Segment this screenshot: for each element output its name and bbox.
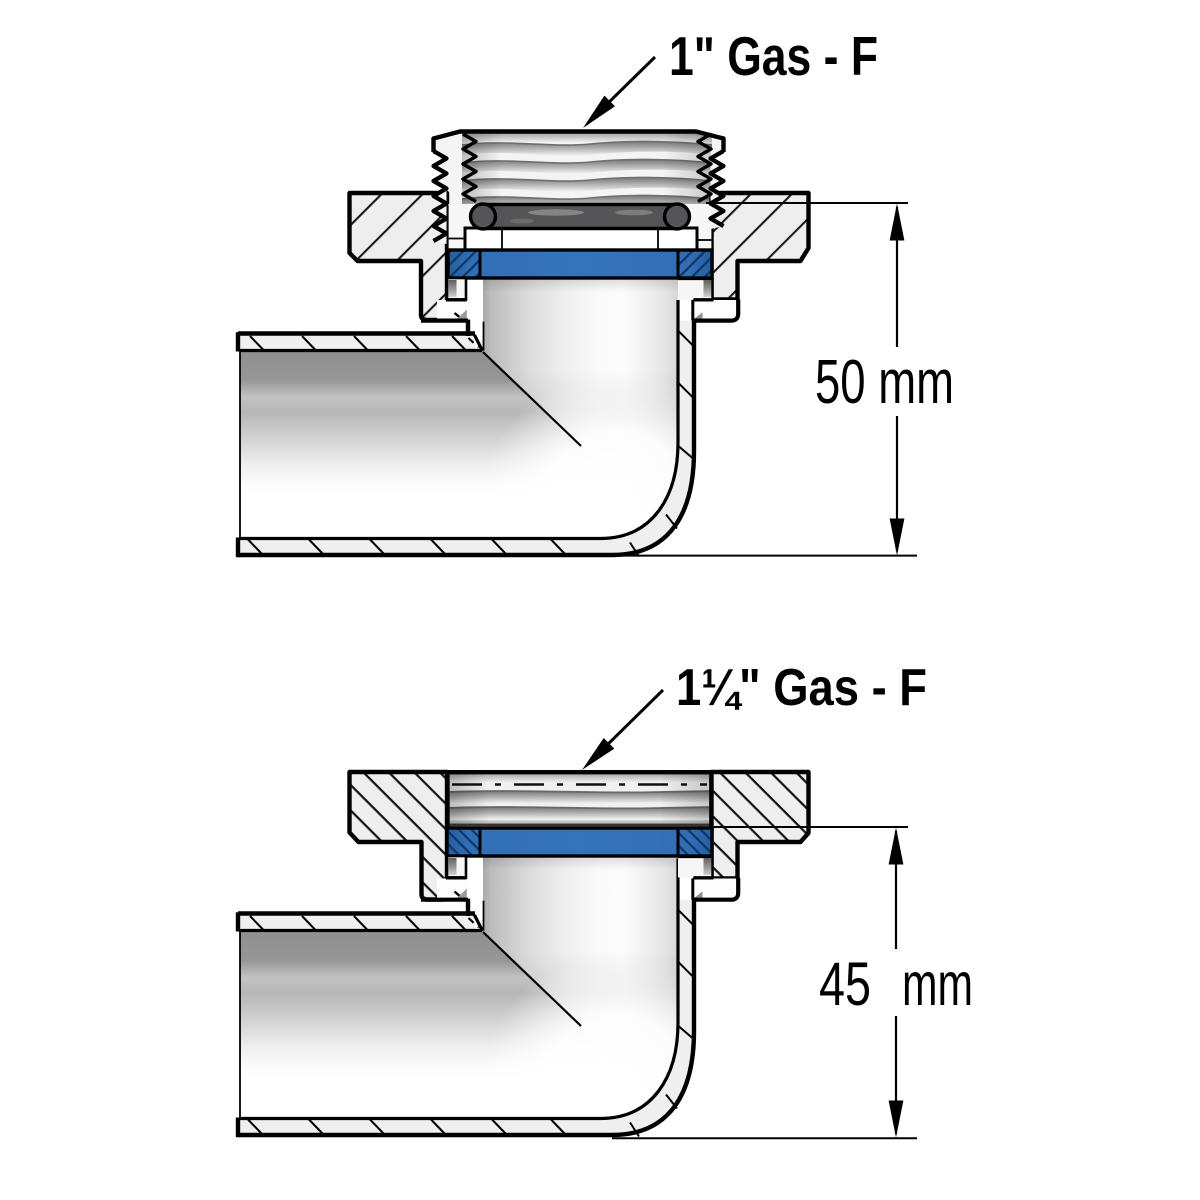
svg-text:1" Gas - F: 1" Gas - F [669, 25, 878, 87]
svg-text:1¼" Gas - F: 1¼" Gas - F [676, 659, 927, 717]
svg-text:50 mm: 50 mm [815, 348, 954, 417]
svg-text:45: 45 [819, 950, 871, 1018]
svg-text:mm: mm [902, 950, 973, 1018]
